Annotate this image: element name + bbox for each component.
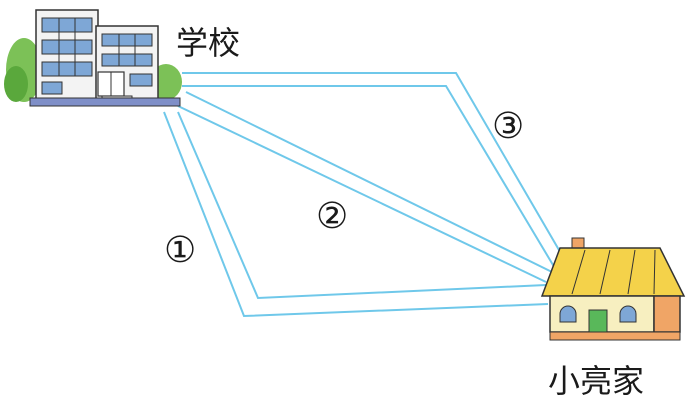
school-windows [41, 17, 153, 95]
route-3-marker: ③ [492, 106, 524, 147]
house-window-right [619, 305, 637, 323]
route-2-road [177, 91, 553, 283]
route-1-road [163, 111, 549, 318]
house-building [540, 237, 686, 341]
route-3-road [182, 72, 567, 271]
house-side [653, 295, 681, 333]
school-label: 学校 [176, 24, 240, 62]
route-1-marker: ① [164, 230, 196, 271]
school-building [4, 9, 182, 107]
school-base [29, 97, 181, 107]
house-roof [540, 247, 686, 297]
house-base [549, 331, 681, 341]
home-label: 小亮家 [548, 362, 644, 400]
route-2-marker: ② [316, 196, 348, 237]
house-window-left [559, 305, 577, 323]
house-door [588, 309, 608, 333]
